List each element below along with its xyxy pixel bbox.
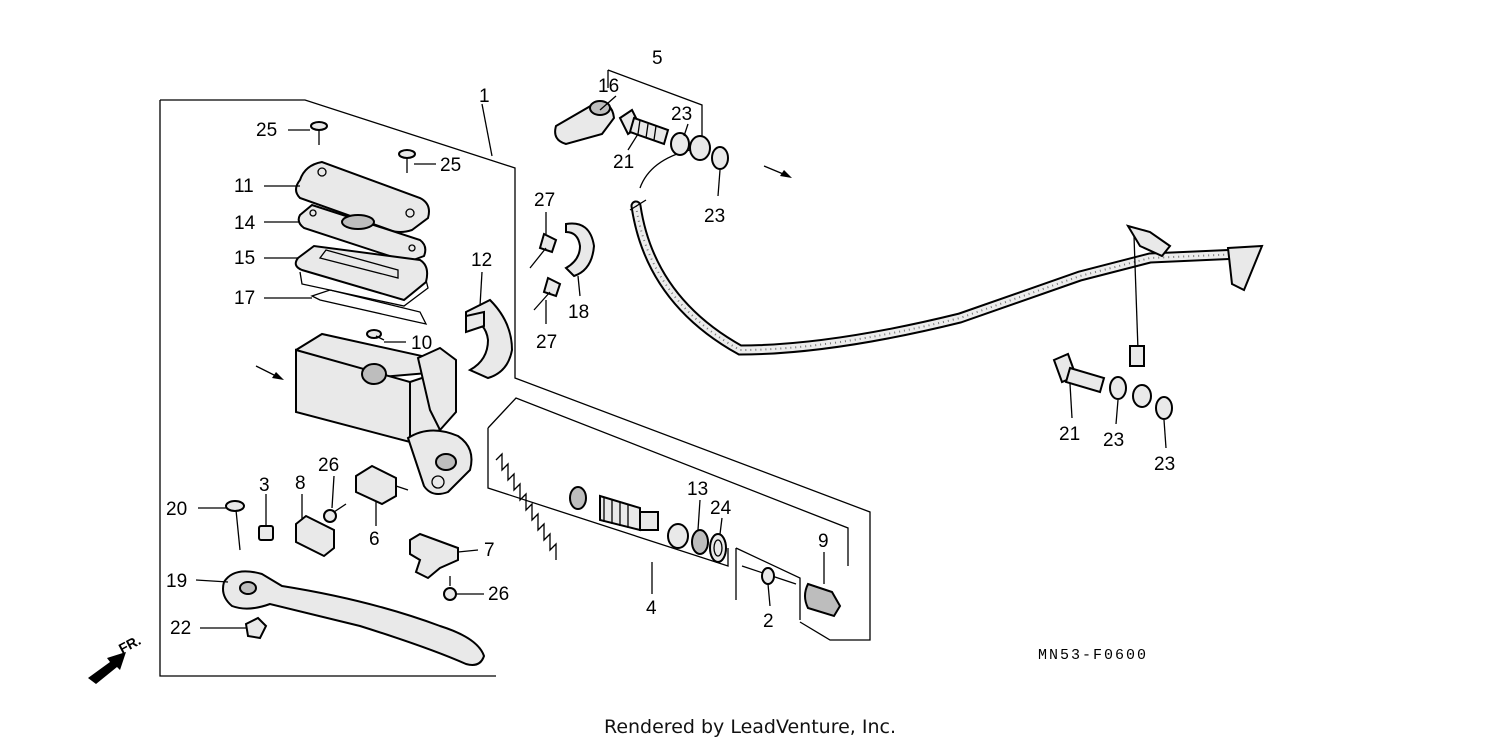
brake-hose (629, 149, 1264, 408)
callout-13: 13 (687, 479, 708, 500)
callout-23-upper-b: 23 (704, 206, 725, 227)
callout-8: 8 (295, 473, 306, 494)
washer-upper-3 (711, 146, 729, 170)
callout-16: 16 (598, 76, 619, 97)
credit-line: Rendered by LeadVenture, Inc. (603, 716, 897, 738)
pivot-bolt (225, 500, 245, 551)
washer-upper-2 (689, 135, 711, 161)
pivot-nut (244, 616, 268, 640)
switch-screw (323, 503, 347, 523)
direction-arrow-hose (763, 165, 792, 178)
assembly-outline (159, 99, 871, 677)
plate-screw (443, 576, 457, 601)
callout-25-left: 25 (256, 120, 277, 141)
callout-5: 5 (652, 48, 663, 69)
callout-11: 11 (234, 176, 254, 197)
callout-17: 17 (234, 288, 255, 309)
oil-bolt-lower (1052, 352, 1106, 394)
washer-upper-1 (670, 132, 690, 156)
callout-25-right: 25 (440, 155, 461, 176)
callout-27-lower: 27 (536, 332, 557, 353)
front-label: FR. (116, 632, 143, 657)
holder-bolt-upper (529, 232, 558, 269)
callout-23-lower-a: 23 (1103, 430, 1124, 451)
callout-23-lower-b: 23 (1154, 454, 1175, 475)
piston (599, 494, 659, 532)
direction-arrow-body (255, 365, 284, 380)
diagram-code: MN53-F0600 (1038, 647, 1148, 664)
callout-2: 2 (763, 611, 774, 632)
piston-spring (495, 452, 557, 560)
callout-27-upper: 27 (534, 190, 555, 211)
callout-24: 24 (710, 498, 732, 519)
brake-light-switch (355, 464, 409, 506)
washer-13 (667, 523, 709, 555)
switch-plate (409, 532, 459, 580)
callout-15: 15 (234, 248, 255, 269)
pivot-collar (258, 525, 274, 541)
washer-lower-2 (1155, 396, 1173, 420)
callout-10: 10 (411, 333, 432, 354)
callout-26-upper: 26 (318, 455, 339, 476)
circlip-24 (709, 533, 727, 563)
holder-bolt-lower (533, 276, 562, 311)
callout-19: 19 (166, 571, 187, 592)
callout-4: 4 (646, 598, 657, 619)
brake-lever (222, 570, 486, 666)
front-arrow-icon: FR. (88, 632, 143, 684)
callout-23-upper-a: 23 (671, 104, 692, 125)
master-cylinder-holder (465, 298, 514, 380)
leader-lines (195, 95, 1167, 629)
pushrod-bracket (735, 547, 801, 620)
callout-21-upper: 21 (613, 152, 634, 173)
callout-9: 9 (818, 531, 829, 552)
callout-21-lower: 21 (1059, 424, 1080, 445)
washer-lower-1 (1109, 376, 1127, 400)
callout-20: 20 (166, 499, 187, 520)
reservoir-cap (295, 160, 430, 233)
piston-kit-bracket (487, 397, 849, 567)
switch-cover (295, 514, 335, 558)
primary-cup (569, 486, 587, 510)
float-plate (310, 289, 428, 325)
hose-bracket (607, 69, 703, 150)
callout-6: 6 (369, 529, 380, 550)
callout-12: 12 (471, 250, 492, 271)
small-screw (366, 329, 385, 341)
callout-14: 14 (234, 213, 256, 234)
pushrod (741, 565, 797, 585)
set-plate (297, 203, 427, 264)
callout-7: 7 (484, 540, 495, 561)
diaphragm (294, 244, 429, 307)
callout-18: 18 (568, 302, 589, 323)
callout-3: 3 (259, 475, 270, 496)
oil-bolt-upper (618, 108, 670, 146)
callout-1: 1 (479, 86, 490, 107)
callout-22: 22 (170, 618, 191, 639)
callout-26-lower: 26 (488, 584, 509, 605)
dust-boot (804, 582, 842, 618)
cap-screw-left (310, 121, 328, 145)
master-cylinder-body (294, 332, 473, 495)
hose-clamp (564, 222, 596, 278)
banjo-fitting (554, 100, 616, 146)
callout-labels: 1 2 3 4 5 6 7 8 9 10 11 12 13 14 15 16 1… (166, 48, 1175, 639)
cap-screw-right (398, 149, 416, 173)
